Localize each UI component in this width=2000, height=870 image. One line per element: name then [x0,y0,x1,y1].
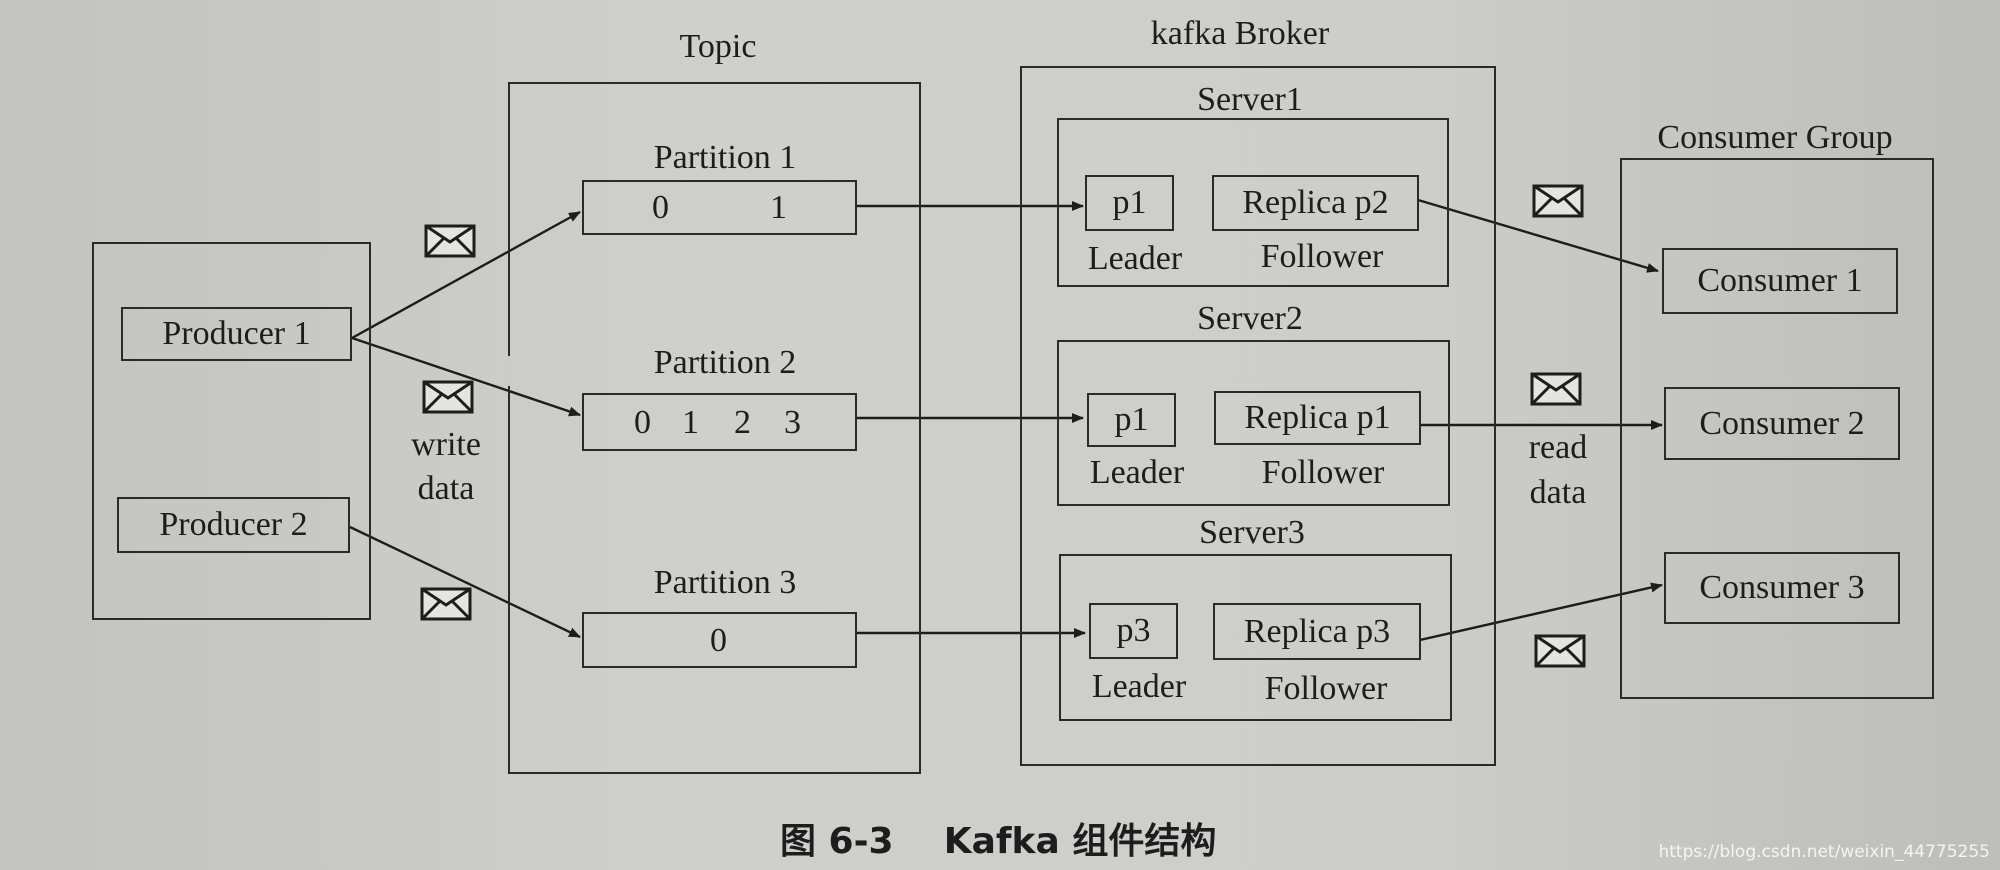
server-1-leader-role: Leader [1087,240,1183,277]
server-1-title: Server1 [1197,81,1303,118]
partition-1-title: Partition 1 [653,139,797,176]
server-2-leader-text: p1 [1114,401,1149,438]
server-3-box [1059,554,1452,721]
producer1-to-partition2-arrow [351,336,581,417]
server1-to-consumer1-arrow [1417,198,1659,273]
read-label: read [1528,429,1588,466]
partition-2-offset-0: 0 [634,404,651,441]
server-3-title: Server3 [1199,514,1305,551]
data-label-read: data [1529,474,1587,511]
server-3-replica: Replica p3 [1213,603,1421,660]
consumer-2-label: Consumer 2 [1699,404,1865,442]
figure-caption: 图 6-3 Kafka 组件结构 [780,821,1217,862]
partition-3-log: 0 [582,612,857,668]
server-3-replica-role: Follower [1264,670,1388,707]
consumer-3-box: Consumer 3 [1664,552,1900,624]
server-2-replica: Replica p1 [1214,391,1421,445]
server-2-leader-role: Leader [1089,454,1185,491]
consumer-3-label: Consumer 3 [1699,569,1865,606]
producer-1-label: Producer 1 [162,315,311,352]
server-3-leader-role: Leader [1091,668,1187,705]
envelope-icon [1530,372,1582,406]
envelope-icon [424,224,476,258]
server-1-replica-text: Replica p2 [1242,184,1389,221]
partition-3-offset-0: 0 [710,622,727,659]
producers-container [92,242,371,620]
broker-container [1020,66,1496,766]
envelope-icon [1532,184,1584,218]
partition-1-log: 0 1 [582,180,857,235]
partition-3-title: Partition 3 [653,564,797,601]
data-label-write: data [417,470,475,507]
producer2-to-partition3-arrow [349,525,581,639]
envelope-icon [422,380,474,414]
server-2-box [1057,340,1450,506]
consumer-1-label: Consumer 1 [1697,262,1863,299]
topic-title: Topic [679,28,757,65]
consumer-group-container [1620,158,1934,699]
topic-container [508,82,921,774]
consumer-2-box: Consumer 2 [1664,387,1900,460]
server-2-title: Server2 [1197,300,1303,337]
server-1-replica: Replica p2 [1212,175,1419,231]
topic-gap-mask [505,356,511,386]
server-2-leader-partition: p1 [1087,393,1176,447]
server-3-leader-partition: p3 [1089,603,1178,659]
producer1-to-partition1-arrow [351,210,581,340]
partition-1-offset-1: 1 [770,189,787,226]
server-2-replica-role: Follower [1261,454,1385,491]
source-watermark: https://blog.csdn.net/weixin_44775255 [1658,842,1990,862]
consumer-1-box: Consumer 1 [1662,248,1898,314]
envelope-icon [1534,634,1586,668]
partition-2-offset-1: 1 [682,404,699,441]
consumer-group-title: Consumer Group [1657,119,1893,156]
partition-2-offset-2: 2 [734,404,751,441]
server-3-replica-text: Replica p3 [1243,612,1391,650]
broker-title: kafka Broker [1150,15,1330,52]
server-1-replica-role: Follower [1260,238,1384,275]
producer-2-box: Producer 2 [117,497,350,553]
server-1-leader-text: p1 [1112,184,1147,221]
producer-1-box: Producer 1 [121,307,352,361]
partition-1-offset-0: 0 [652,189,669,226]
partition-2-log: 0 1 2 3 [582,393,857,451]
producer-2-label: Producer 2 [159,506,308,543]
partition-2-offset-3: 3 [784,404,801,441]
partition-2-title: Partition 2 [653,344,797,381]
server-2-replica-text: Replica p1 [1244,399,1391,436]
server-1-box [1057,118,1449,287]
envelope-icon [420,587,472,621]
server-3-leader-text: p3 [1116,612,1151,649]
server-1-leader-partition: p1 [1085,175,1174,231]
write-label: write [411,426,481,463]
